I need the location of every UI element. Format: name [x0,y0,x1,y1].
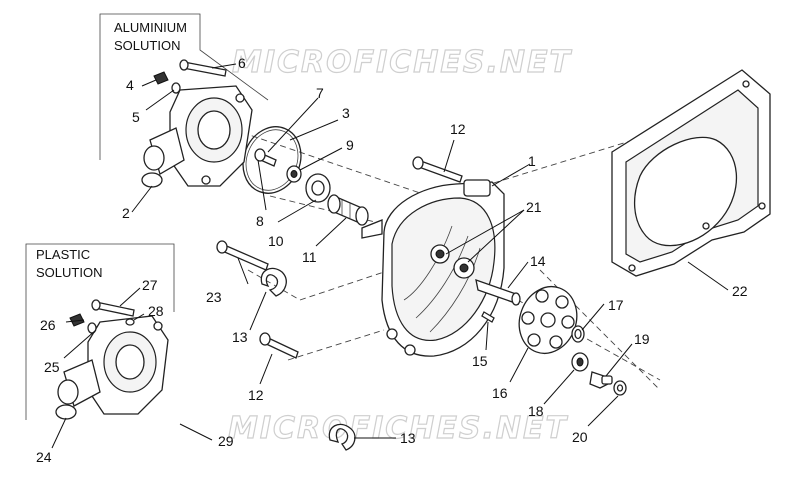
callout-8: 8 [256,213,264,229]
callout-17: 17 [608,297,624,313]
aluminium-box-line2: SOLUTION [114,38,180,53]
aluminium-solution-box: ALUMINIUM SOLUTION [99,13,269,160]
callout-24: 24 [36,449,52,465]
callout-12-bottom: 12 [248,387,264,403]
impeller-washer [613,380,627,396]
mechanical-seal [327,194,369,226]
callout-23: 23 [206,289,222,305]
small-o-ring [571,325,585,343]
plastic-box-line2: SOLUTION [36,265,102,280]
callout-5: 5 [132,109,140,125]
aluminium-cover-screw [179,59,227,77]
callout-18: 18 [528,403,544,419]
callout-9: 9 [346,137,354,153]
aluminium-box-line1: ALUMINIUM [114,20,187,35]
callout-26: 26 [40,317,56,333]
watermark-bottom: MICROFICHES.NET [228,411,569,446]
plastic-pump-cover [55,315,169,420]
callout-10: 10 [268,233,284,249]
callout-25: 25 [44,359,60,375]
pump-housing [361,179,505,357]
aluminium-drain-bolt [153,71,181,94]
callout-20: 20 [572,429,588,445]
callout-28: 28 [148,303,164,319]
long-screw [216,240,269,271]
callout-1: 1 [528,153,536,169]
impeller-nut [589,371,613,389]
callout-19: 19 [634,331,650,347]
cover-gasket [611,69,771,277]
hose-clamp-upper [260,267,287,297]
callout-4: 4 [126,77,134,93]
plastic-box-line1: PLASTIC [36,247,90,262]
screw-top [412,156,463,183]
leader-lines [51,63,729,449]
callout-6: 6 [238,55,246,71]
callout-12-top: 12 [450,121,466,137]
center-screw [254,148,277,167]
callout-labels: 1 2 3 4 5 6 7 8 9 10 11 12 12 13 13 14 1… [36,55,748,465]
callout-16: 16 [492,385,508,401]
aluminium-pump-cover [141,85,253,188]
plastic-cover-screw [91,299,135,317]
plastic-solution-box: PLASTIC SOLUTION [25,243,175,420]
callout-14: 14 [530,253,546,269]
callout-27: 27 [142,277,158,293]
callout-11: 11 [302,249,317,265]
bearing-set [430,244,475,279]
callout-13-lower: 13 [400,430,416,446]
callout-13-upper: 13 [232,329,248,345]
drive-pin [481,311,495,323]
spacer-washer [571,352,589,372]
pump-shaft [475,279,521,306]
callout-7: 7 [316,85,324,101]
seal-washer [286,165,302,183]
screw-bottom [259,332,299,359]
watermark-top: MICROFICHES.NET [232,45,573,80]
impeller [518,285,578,355]
callout-2: 2 [122,205,130,221]
callout-21: 21 [526,199,542,215]
callout-29: 29 [218,433,234,449]
seal-cup [305,173,331,203]
hose-clamp-lower [328,423,356,451]
plastic-drain-bolt [69,313,97,334]
callout-3: 3 [342,105,350,121]
plastic-cover-washer [125,318,135,326]
callout-15: 15 [472,353,488,369]
callout-22: 22 [732,283,748,299]
